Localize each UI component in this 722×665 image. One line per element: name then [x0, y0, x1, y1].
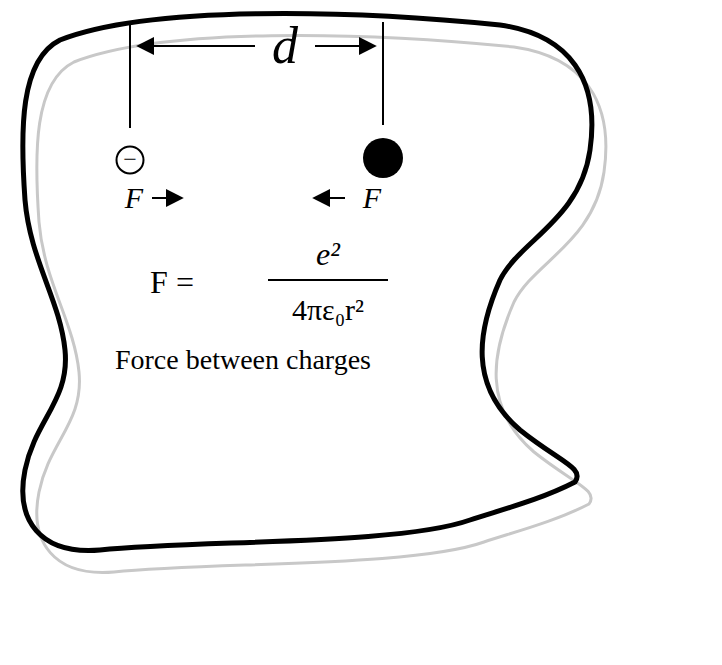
caption-text: Force between charges	[115, 346, 371, 374]
outline-region-shape	[23, 14, 592, 551]
charge-dot	[363, 138, 403, 178]
formula-numerator: e²	[316, 238, 340, 270]
force-label: F	[125, 183, 143, 213]
distance-arrow	[138, 45, 255, 47]
force-label: F	[363, 183, 381, 213]
charge-sign: −	[123, 147, 137, 171]
distance-arrow	[315, 45, 375, 47]
charge-circle: −	[115, 145, 145, 175]
distance-tick	[129, 22, 131, 128]
distance-tick	[382, 22, 384, 125]
formula-lhs: F =	[150, 266, 194, 298]
force-arrow	[314, 197, 345, 199]
charge-circle-shape	[117, 147, 144, 174]
charge-circle-outline	[115, 145, 145, 175]
force-arrow	[152, 197, 182, 199]
shadow-outline	[37, 36, 606, 573]
distance-label: d	[272, 20, 298, 72]
formula-denominator: 4πε₀r²	[292, 295, 364, 325]
fraction-bar	[268, 279, 388, 281]
